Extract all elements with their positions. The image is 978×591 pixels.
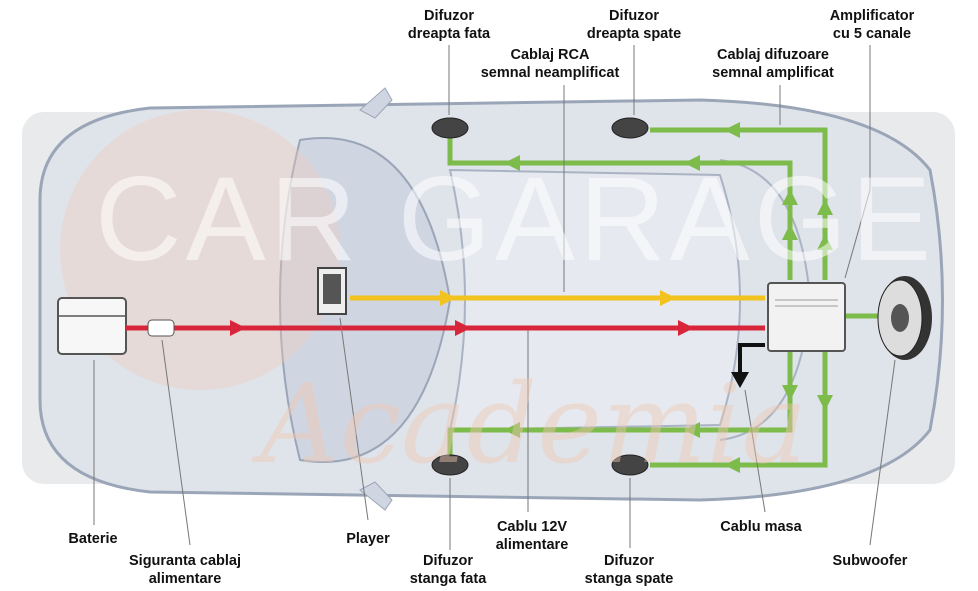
speaker-cable-arrows	[504, 122, 833, 473]
label-player: Player	[346, 531, 390, 547]
amplifier-icon	[767, 282, 846, 352]
label-battery: Baterie	[68, 531, 118, 547]
watermark-circle	[60, 110, 340, 390]
power-cable-wire	[126, 320, 765, 336]
speaker-icons	[431, 117, 649, 476]
label-subwoofer: Subwoofer	[832, 553, 908, 569]
mirror-left	[359, 481, 393, 511]
battery-icon	[57, 297, 127, 355]
subwoofer-icon	[877, 276, 932, 360]
fuse-icon	[147, 319, 175, 337]
label-ground-cable: Cablu masa	[720, 519, 802, 535]
mirror-right	[359, 87, 393, 119]
leader-lines	[93, 45, 896, 550]
rca-cable-wire	[350, 290, 765, 306]
ground-cable-arrow	[731, 343, 765, 388]
